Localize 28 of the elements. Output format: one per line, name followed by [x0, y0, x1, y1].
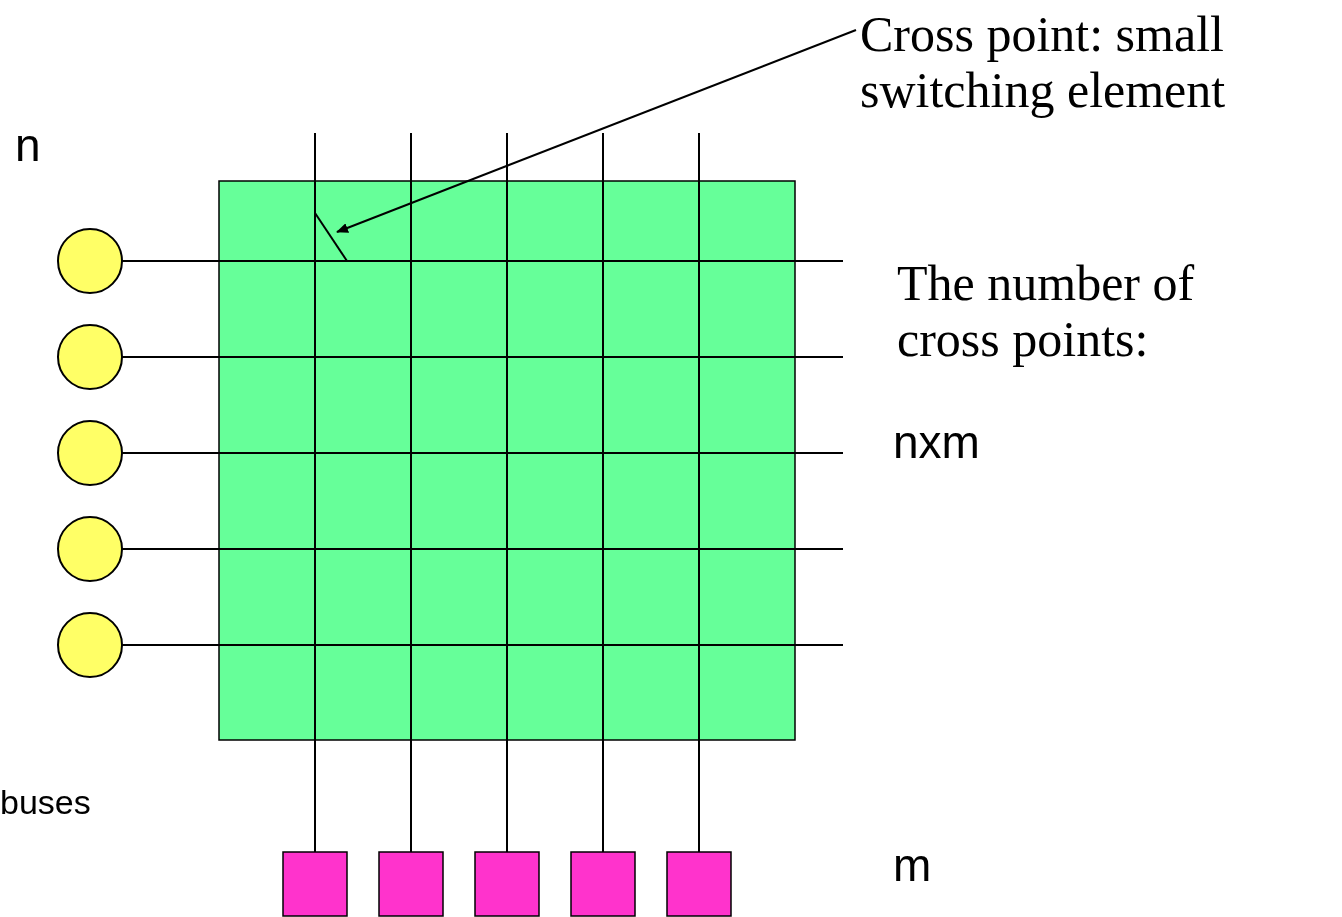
bus-line — [121, 644, 220, 646]
buses-label: buses — [0, 782, 92, 823]
bus-line — [121, 356, 220, 358]
output-square — [282, 851, 348, 917]
bus-line — [314, 739, 316, 853]
input-circle — [57, 612, 123, 678]
bus-line — [121, 260, 220, 262]
bus-line — [121, 548, 220, 550]
input-circle — [57, 324, 123, 390]
size-label: m — [893, 838, 933, 893]
input-circle — [57, 420, 123, 486]
formula-text: nxm — [893, 415, 981, 470]
output-square — [570, 851, 636, 917]
output-square — [378, 851, 444, 917]
leader-arrow — [336, 29, 857, 233]
bus-line — [506, 739, 508, 853]
bus-line — [698, 739, 700, 853]
input-circle — [57, 228, 123, 294]
output-square — [474, 851, 540, 917]
bus-line — [602, 739, 604, 853]
callout-text: Cross point: small switching element — [860, 6, 1340, 118]
output-square — [666, 851, 732, 917]
bus-line — [410, 739, 412, 853]
bus-line — [121, 452, 220, 454]
size-label: n — [15, 118, 42, 173]
note-text: The number of cross points: — [897, 255, 1196, 367]
switch-mark — [314, 212, 348, 262]
input-circle — [57, 516, 123, 582]
